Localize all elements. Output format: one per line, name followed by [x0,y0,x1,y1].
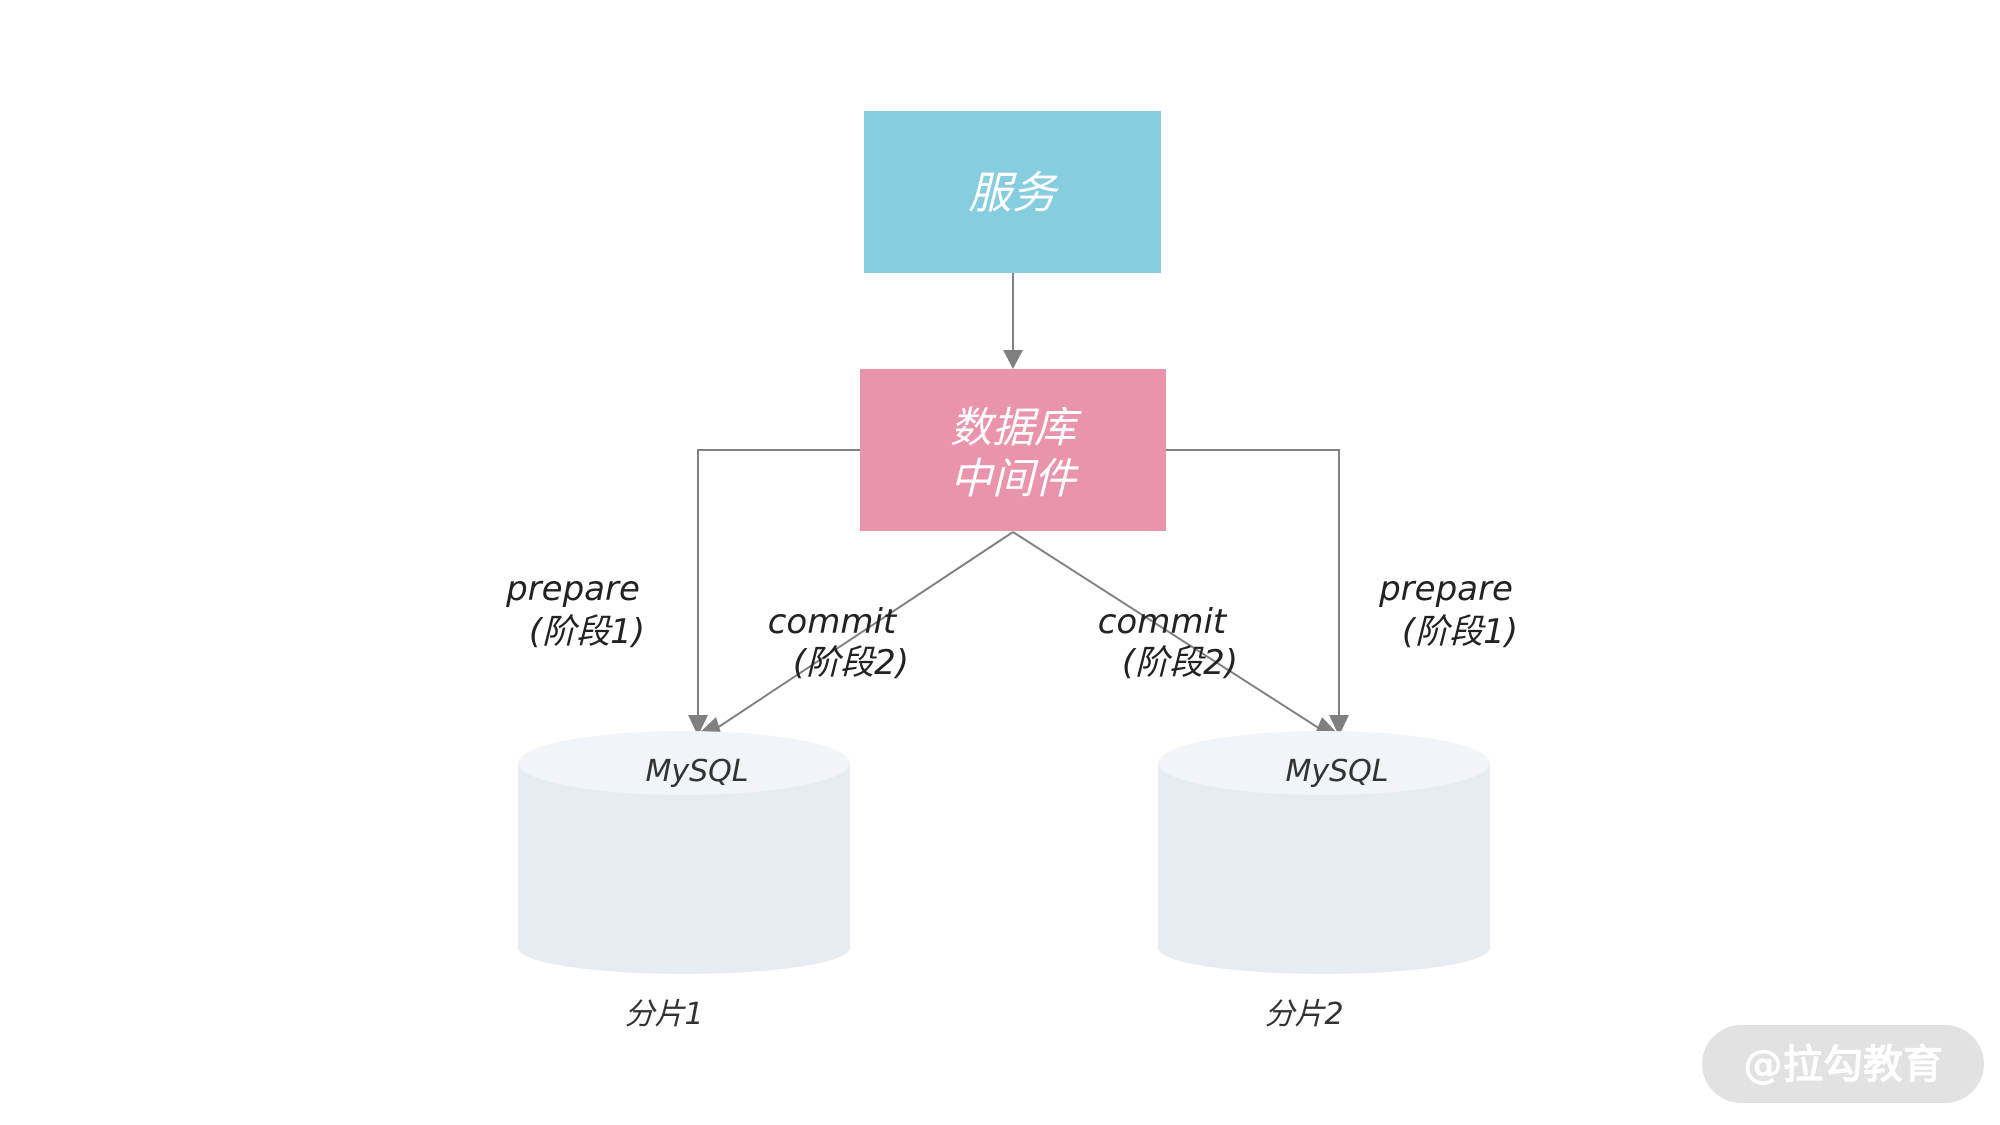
middleware-label-line2: 中间件 [950,454,1079,503]
service-node: 服务 [864,111,1161,273]
db-label-1: MySQL [645,754,748,789]
service-box [864,111,1161,273]
database-shard-2: MySQL 分片2 [1158,731,1490,1032]
edge-label-prepare-right: prepare (阶段1) [1378,569,1518,652]
watermark-badge [1702,1025,1984,1103]
db-body-2 [1158,763,1490,974]
commit-right-line2: (阶段2) [1122,643,1238,683]
middleware-label-line1: 数据库 [950,403,1082,452]
arrow-prepare-left [697,449,860,734]
database-shard-1: MySQL 分片1 [518,731,850,1032]
db-top-1 [518,731,850,795]
commit-right-line1: commit [1098,602,1228,642]
db-caption-1: 分片1 [624,997,703,1032]
db-top-2 [1158,731,1490,795]
db-label-2: MySQL [1285,754,1388,789]
commit-left-line2: (阶段2) [793,643,909,683]
arrowhead-shard2-prepare [1329,715,1349,736]
arrowhead-middleware [1003,350,1023,369]
middleware-box [860,369,1166,531]
prepare-left-line2: (阶段1) [529,612,645,652]
arrowhead-shard1-prepare [688,715,708,736]
prepare-left-line1: prepare [505,569,640,609]
watermark-text: @拉勾教育 [1743,1042,1943,1088]
commit-left-line1: commit [768,602,898,642]
watermark: @拉勾教育 [1702,1025,1984,1103]
edge-label-prepare-left: prepare (阶段1) [505,569,645,652]
db-body-1 [518,763,850,974]
arrow-commit-right [1012,531,1329,735]
prepare-right-line2: (阶段1) [1402,612,1518,652]
arrow-commit-left [707,531,1014,735]
edge-label-commit-right: commit (阶段2) [1098,602,1238,683]
prepare-right-line1: prepare [1378,569,1513,609]
arrow-prepare-right [1166,449,1340,734]
service-label: 服务 [968,168,1060,219]
middleware-node: 数据库 中间件 [860,369,1166,531]
connectors [697,273,1340,735]
db-caption-2: 分片2 [1264,997,1343,1032]
edge-label-commit-left: commit (阶段2) [768,602,909,683]
